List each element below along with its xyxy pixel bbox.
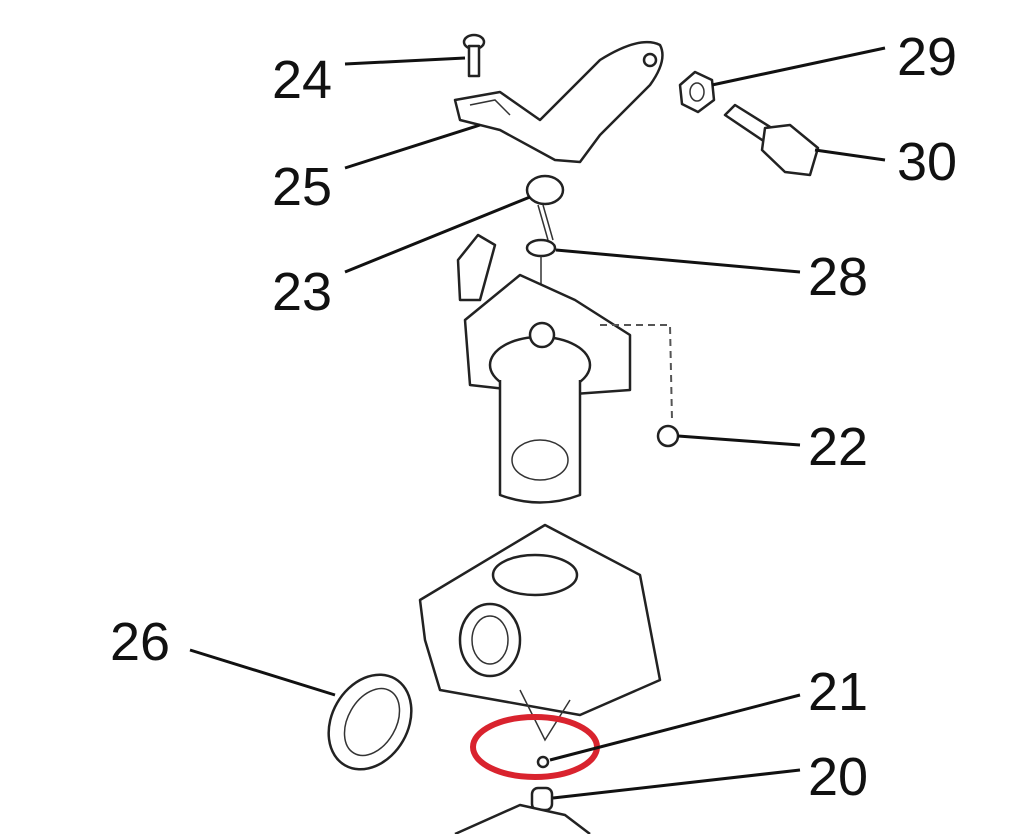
part-20-nozzle	[454, 786, 591, 834]
part-25-bracket	[453, 40, 664, 164]
label-23: 23	[272, 262, 332, 322]
label-22: 22	[808, 417, 868, 477]
label-29: 29	[897, 27, 957, 87]
label-20: 20	[808, 747, 868, 807]
leader-lines	[189, 46, 886, 800]
label-26: 26	[110, 612, 170, 672]
label-28: 28	[808, 247, 868, 307]
throttle-body	[456, 233, 673, 504]
highlight-circle	[470, 714, 600, 780]
part-24-screw	[462, 33, 486, 78]
part-30-bolt	[723, 103, 820, 177]
part-21-jet	[536, 755, 550, 769]
part-29-nut	[678, 70, 716, 114]
carburetor-body	[418, 523, 662, 742]
label-25: 25	[272, 157, 332, 217]
label-24: 24	[272, 50, 332, 110]
part-22-clip	[656, 424, 680, 448]
label-21: 21	[808, 662, 868, 722]
part-23-screw	[525, 174, 565, 241]
label-30: 30	[897, 132, 957, 192]
part-26-seal-ring	[327, 673, 413, 771]
